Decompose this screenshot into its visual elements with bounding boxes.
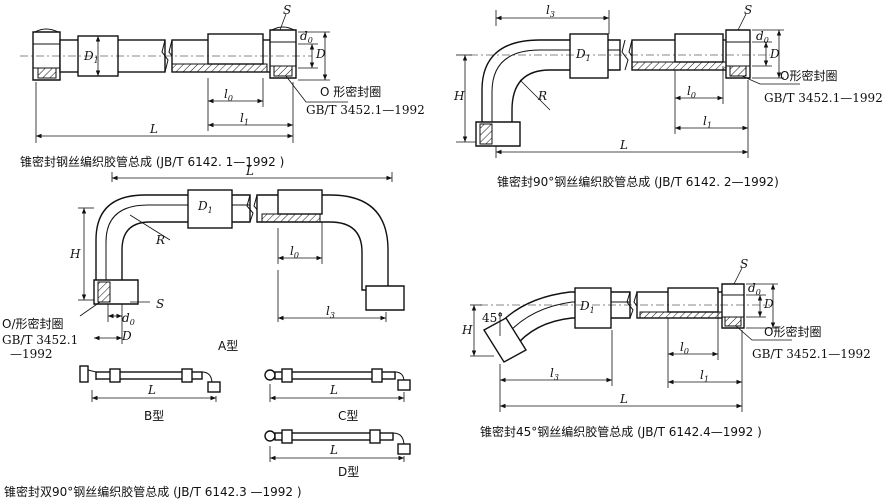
type-b-sketch: L B型 — [79, 365, 221, 423]
label-s: S — [283, 3, 291, 17]
nut-45 — [483, 317, 527, 363]
svg-text:O形密封圈: O形密封圈 — [780, 68, 837, 83]
svg-text:d0: d0 — [756, 29, 769, 45]
svg-text:d0: d0 — [122, 311, 135, 327]
svg-text:d0: d0 — [748, 281, 761, 297]
svg-text:C型: C型 — [338, 409, 358, 423]
svg-text:L: L — [619, 138, 628, 152]
svg-text:B型: B型 — [144, 409, 164, 423]
label-l0: l0 — [224, 87, 233, 103]
svg-text:D1: D1 — [579, 299, 595, 315]
label-standard: GB/T 3452.1—1992 — [306, 103, 425, 117]
double-right-nut — [365, 285, 405, 311]
label-d1: D1 — [83, 49, 99, 65]
svg-text:l0: l0 — [290, 244, 299, 260]
svg-text:D: D — [121, 329, 132, 343]
label-big-d: D — [315, 47, 326, 61]
label-oring: O 形密封圈 — [320, 84, 381, 99]
svg-text:O形密封圈: O形密封圈 — [764, 324, 821, 339]
svg-text:L: L — [329, 383, 338, 397]
svg-text:D: D — [769, 47, 780, 61]
svg-text:l3: l3 — [550, 366, 559, 382]
svg-text:l1: l1 — [700, 368, 709, 384]
svg-text:D1: D1 — [197, 199, 213, 215]
svg-text:L: L — [619, 392, 628, 406]
type-d-sketch: L D型 — [264, 429, 411, 479]
svg-text:GB/T 3452.1—1992: GB/T 3452.1—1992 — [764, 91, 883, 105]
svg-text:l0: l0 — [680, 340, 689, 356]
svg-text:H: H — [69, 247, 81, 261]
svg-text:l0: l0 — [687, 84, 696, 100]
d1-sleeve-3 — [187, 189, 233, 229]
svg-text:L: L — [329, 443, 338, 457]
svg-text:45°: 45° — [482, 311, 503, 325]
d1-sleeve-4 — [574, 287, 612, 329]
figure-straight-assembly: S D1 d0 D L l0 l1 O 形密封圈 GB/T 3452.1—199… — [20, 3, 425, 169]
svg-text:—1992: —1992 — [10, 347, 53, 361]
svg-text:GB/T 3452.1—1992: GB/T 3452.1—1992 — [752, 347, 871, 361]
svg-text:D型: D型 — [338, 465, 359, 479]
svg-text:O/形密封圈: O/形密封圈 — [2, 316, 64, 331]
svg-text:l3: l3 — [326, 304, 335, 320]
caption-fig2: 锥密封90°钢丝编织胶管总成 (JB/T 6142. 2—1992) — [497, 174, 779, 189]
figure-90-assembly: S D1 d0 D l3 H R L l0 l1 O形密封圈 GB/T 3452… — [453, 3, 883, 189]
label-l1: l1 — [240, 111, 249, 127]
svg-text:S: S — [740, 257, 748, 271]
caption-fig3: 锥密封双90°钢丝编织胶管总成 (JB/T 6142.3 —1992 ) — [4, 484, 302, 499]
figure-double-90-assembly: D1 L H R l0 l3 S d0 D O/形密封圈 GB/T 3452.1… — [2, 164, 405, 361]
caption-fig4: 锥密封45°钢丝编织胶管总成 (JB/T 6142.4—1992 ) — [480, 424, 762, 439]
svg-text:R: R — [155, 233, 165, 247]
left-seal-hatch — [37, 67, 57, 79]
svg-text:D1: D1 — [575, 47, 591, 63]
svg-text:H: H — [461, 323, 473, 337]
type-c-sketch: L C型 — [264, 368, 411, 423]
type-variants: L B型 A型 L C型 L — [4, 339, 411, 499]
svg-text:A型: A型 — [218, 339, 238, 353]
right-ferrule — [207, 33, 264, 65]
svg-text:S: S — [744, 3, 752, 17]
figure-45-assembly: S D1 d0 D 45° H l3 l0 l1 L O形密封圈 GB/T 34… — [461, 257, 871, 439]
svg-text:GB/T 3452.1: GB/T 3452.1 — [2, 333, 78, 347]
svg-text:L: L — [245, 164, 254, 178]
svg-text:H: H — [453, 89, 465, 103]
svg-text:l3: l3 — [546, 3, 555, 19]
svg-text:S: S — [156, 297, 164, 311]
d1-sleeve-2 — [569, 33, 609, 79]
svg-text:D: D — [763, 297, 774, 311]
braid-hatch — [171, 63, 268, 73]
caption-fig1: 锥密封钢丝编织胶管总成 (JB/T 6142. 1—1992 ) — [20, 154, 284, 169]
svg-text:R: R — [537, 89, 547, 103]
label-l: L — [149, 122, 158, 136]
label-d0: d0 — [300, 29, 313, 45]
svg-text:L: L — [147, 383, 156, 397]
svg-text:l1: l1 — [703, 114, 712, 130]
